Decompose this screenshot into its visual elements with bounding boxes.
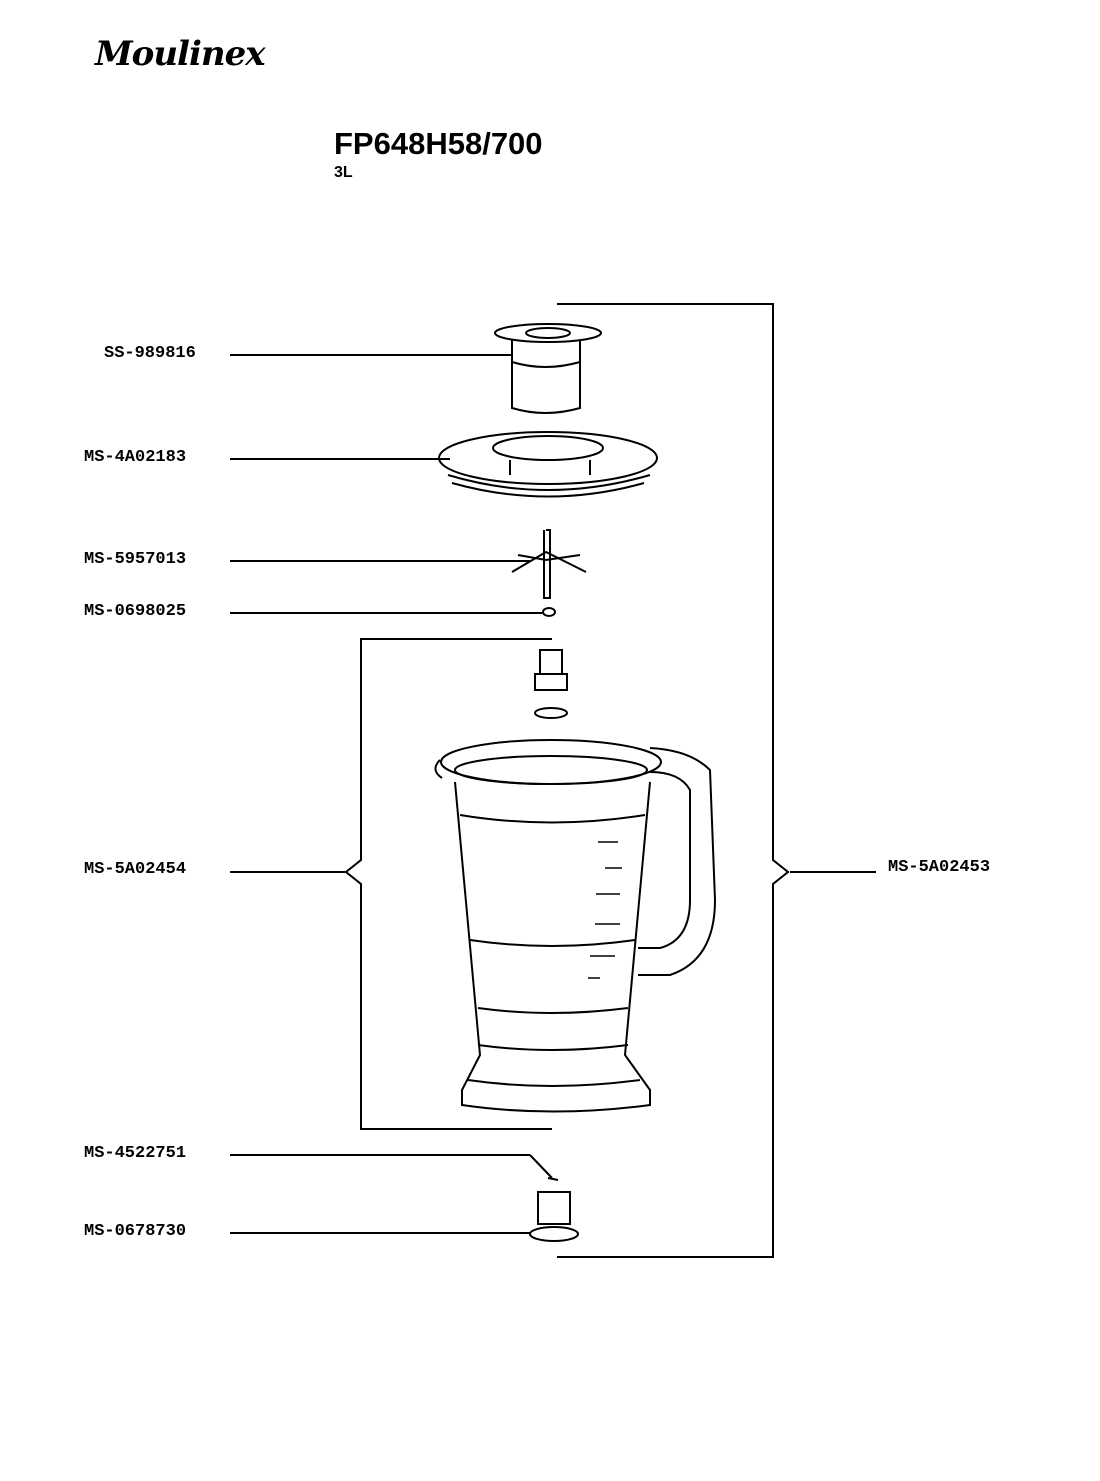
coupler-drawing <box>529 1177 579 1242</box>
part-label-jug-assembly[interactable]: MS-5A02454 <box>84 860 187 879</box>
brand-logo: Moulinex <box>95 34 265 74</box>
part-label-complete-blender[interactable]: MS-5A02453 <box>888 858 991 877</box>
outer-bracket <box>557 303 790 1258</box>
part-label-small-part[interactable]: MS-4522751 <box>84 1144 187 1163</box>
part-label-seal[interactable]: MS-0698025 <box>84 602 187 621</box>
measurement-marks <box>588 841 622 979</box>
jug-bracket <box>344 638 552 1130</box>
part-label-blade[interactable]: MS-5957013 <box>84 550 187 569</box>
part-label-lid[interactable]: MS-4A02183 <box>84 448 187 467</box>
model-number: FP648H58/700 <box>334 126 543 161</box>
lid-cap-drawing <box>494 323 602 414</box>
part-label-coupler[interactable]: MS-0678730 <box>84 1222 187 1241</box>
leader-lines <box>230 354 876 1234</box>
part-label-lid-cap[interactable]: SS-989816 <box>104 344 196 363</box>
seal-drawing <box>542 607 556 617</box>
blade-drawing <box>511 529 587 617</box>
capacity-label: 3L <box>334 164 353 181</box>
lid-drawing <box>438 431 658 498</box>
jug-drawing <box>434 739 717 1113</box>
drive-parts-drawing <box>534 649 568 719</box>
jug-handle <box>638 747 717 976</box>
